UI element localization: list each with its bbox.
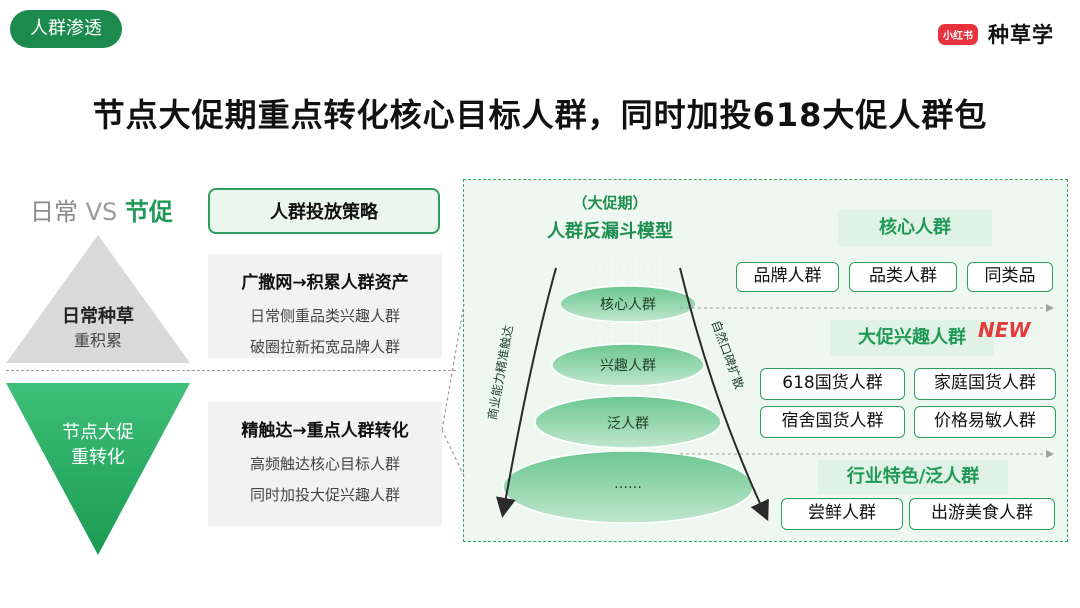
promo-triangle [6,383,190,555]
brand-logo: 小红书 种草学 [938,18,1054,50]
reverse-funnel-graphic [495,258,769,524]
brand-text: 种草学 [988,23,1054,47]
brand-badge: 小红书 [938,23,978,45]
audience-tag: 价格易敏人群 [914,406,1056,438]
promo-section-title: 大促兴趣人群 [830,320,994,356]
layer-connector-lines [680,304,1054,458]
vs-promo: 节促 [124,198,173,226]
audience-tag: 618国货人群 [760,368,905,400]
audience-tag: 尝鲜人群 [781,498,903,530]
daily-strategy-line: 日常侧重品类兴趣人群 [249,307,400,325]
vs-heading: 日常 VS 节促 [30,192,200,227]
connector-bracket [442,303,465,477]
model-title-line1: （大促期） [572,194,648,212]
funnel-layer-label: 泛人群 [607,416,649,432]
page-title: 节点大促期重点转化核心目标人群，同时加投618大促人群包 [92,96,988,134]
vs-separator: VS [78,198,125,226]
industry-section-title: 行业特色/泛人群 [818,460,1008,494]
audience-tag: 品类人群 [849,262,957,292]
daily-subtitle: 重积累 [73,331,122,350]
core-section-title: 核心人群 [838,210,992,246]
promo-strategy-head: 精触达→重点人群转化 [241,421,409,441]
model-title-line2: 人群反漏斗模型 [547,221,673,242]
promo-strategy-line: 同时加投大促兴趣人群 [249,486,400,504]
audience-tag: 品牌人群 [736,262,839,292]
section-tag: 人群渗透 [10,10,122,48]
strategy-header: 人群投放策略 [208,188,440,234]
new-badge: NEW [978,318,1031,342]
daily-triangle [6,235,190,363]
audience-tag: 家庭国货人群 [914,368,1056,400]
daily-strategy-box: 广撒网→积累人群资产 日常侧重品类兴趣人群 破圈拉新拓宽品牌人群 [208,254,442,358]
audience-tag: 宿舍国货人群 [760,406,905,438]
divider-line [6,370,456,371]
promo-title: 节点大促 [62,422,134,443]
vs-daily: 日常 [30,198,78,226]
daily-strategy-head: 广撒网→积累人群资产 [241,273,409,293]
audience-tag: 同类品 [967,262,1053,292]
funnel-layer-label: …… [614,476,642,492]
funnel-layer-label: 核心人群 [600,297,656,313]
promo-strategy-box: 精触达→重点人群转化 高频触达核心目标人群 同时加投大促兴趣人群 [208,402,442,526]
audience-tag: 出游美食人群 [909,498,1055,530]
daily-title: 日常种草 [62,306,134,327]
daily-strategy-line: 破圈拉新拓宽品牌人群 [249,338,400,356]
model-title: （大促期） 人群反漏斗模型 [520,192,700,243]
funnel-layer-label: 兴趣人群 [600,358,656,374]
promo-strategy-line: 高频触达核心目标人群 [249,455,400,473]
promo-subtitle: 重转化 [71,447,125,468]
